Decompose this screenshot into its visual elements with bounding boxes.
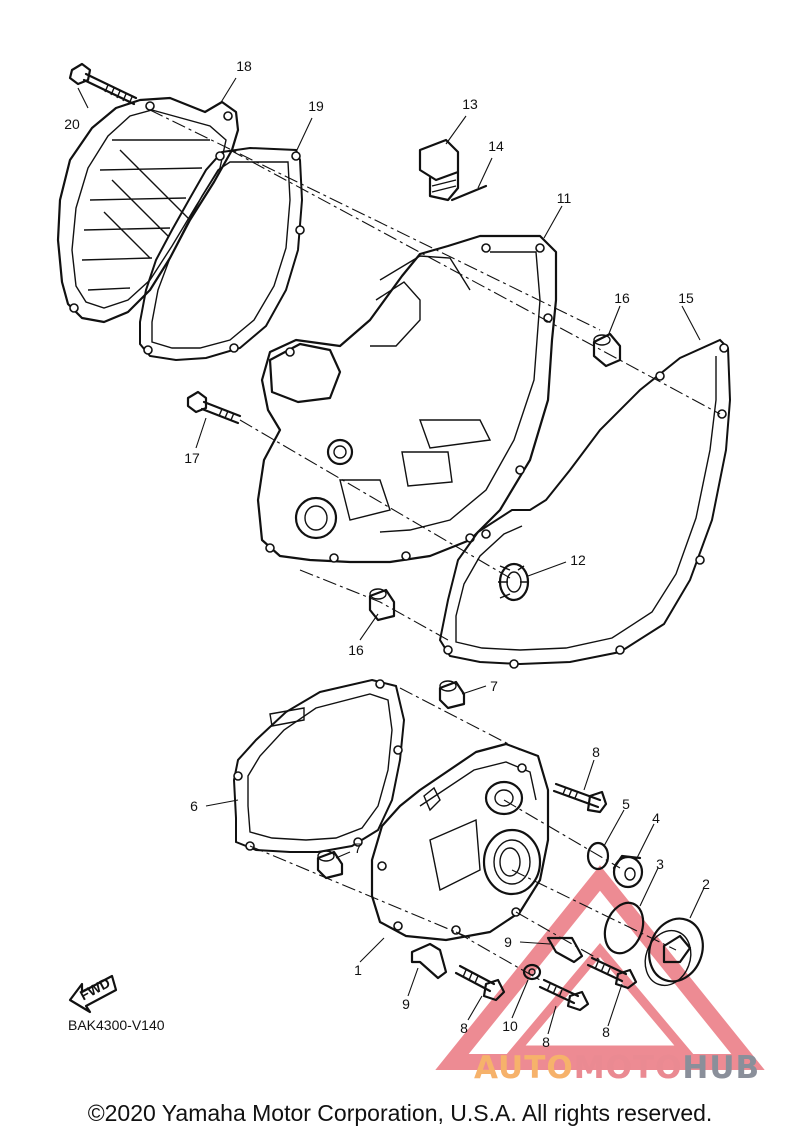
- gasket-15: [438, 338, 732, 669]
- watermark-part-hub: HUB: [682, 1050, 761, 1086]
- copyright-notice: ©2020 Yamaha Motor Corporation, U.S.A. A…: [87, 1100, 713, 1126]
- watermark-triangle: [435, 865, 765, 1070]
- watermark-logo-text: AUTOMOTOHUB: [474, 1050, 760, 1086]
- callout-11: 11: [557, 190, 572, 206]
- callout-13: 13: [462, 96, 478, 112]
- callout-1: 1: [354, 962, 362, 978]
- callout-16-upper: 16: [614, 290, 630, 306]
- callout-8-lower: 8: [542, 1034, 550, 1050]
- leader-lines: [77, 77, 705, 1035]
- callout-9-left: 9: [402, 996, 410, 1012]
- callout-20: 20: [64, 116, 80, 132]
- dowel-pin-7-lower: [316, 850, 344, 880]
- callout-6: 6: [190, 798, 198, 814]
- callout-5: 5: [622, 796, 630, 812]
- clutch-cover-1: [370, 742, 550, 942]
- callout-8-top: 8: [592, 744, 600, 760]
- dowel-pin-16-upper: [592, 332, 622, 368]
- diagram-code: BAK4300-V140: [68, 1017, 165, 1033]
- callout-3: 3: [656, 856, 664, 872]
- gasket-19: [139, 146, 305, 362]
- o-ring-14: [450, 184, 488, 202]
- outer-cover-18: [56, 96, 240, 324]
- dowel-pin-16-lower: [368, 588, 396, 622]
- callout-15: 15: [678, 290, 694, 306]
- oil-filler-plug-13: [418, 138, 460, 202]
- watermark-part-auto: AUTO: [474, 1050, 574, 1086]
- callout-2: 2: [702, 876, 710, 892]
- clamp-9-a: [410, 942, 448, 980]
- callout-7-upper: 7: [490, 678, 498, 694]
- callout-labels: 1 2 3 4 5 6 7 7 8 8 8 8 9 9 10 11 12 13 …: [64, 58, 710, 1050]
- fwd-arrow-icon: FWD: [68, 974, 118, 1014]
- assembly-centerlines: [149, 109, 721, 981]
- callout-17: 17: [184, 450, 200, 466]
- fwd-label: FWD: [77, 974, 113, 1003]
- clamp-9-b: [546, 936, 584, 964]
- callout-16-lower: 16: [348, 642, 364, 658]
- callout-12: 12: [570, 552, 586, 568]
- bolt-8-lower: [538, 978, 590, 1012]
- callout-10: 10: [502, 1018, 518, 1034]
- bolt-8-mid: [454, 964, 506, 1002]
- gasket-6: [232, 678, 406, 853]
- oil-seal-12: [498, 562, 530, 602]
- callout-8-right: 8: [602, 1024, 610, 1040]
- dowel-pin-7-upper: [438, 680, 466, 710]
- callout-9-right: 9: [504, 934, 512, 950]
- callout-14: 14: [488, 138, 504, 154]
- o-ring-3: [603, 901, 645, 955]
- cap-2: [644, 917, 704, 987]
- callout-8-mid: 8: [460, 1020, 468, 1036]
- bolt-17: [186, 390, 242, 425]
- watermark-part-moto: MOTO: [573, 1050, 683, 1086]
- bolt-8-top: [552, 782, 608, 814]
- bolt-20: [68, 62, 138, 106]
- plug-4: [612, 854, 644, 889]
- callout-19: 19: [308, 98, 324, 114]
- o-ring-5: [586, 841, 610, 871]
- crankcase-cover-11: [256, 234, 558, 564]
- callout-18: 18: [236, 58, 252, 74]
- callout-7-lower: 7: [354, 840, 362, 856]
- callout-4: 4: [652, 810, 660, 826]
- bolt-8-right: [586, 956, 638, 990]
